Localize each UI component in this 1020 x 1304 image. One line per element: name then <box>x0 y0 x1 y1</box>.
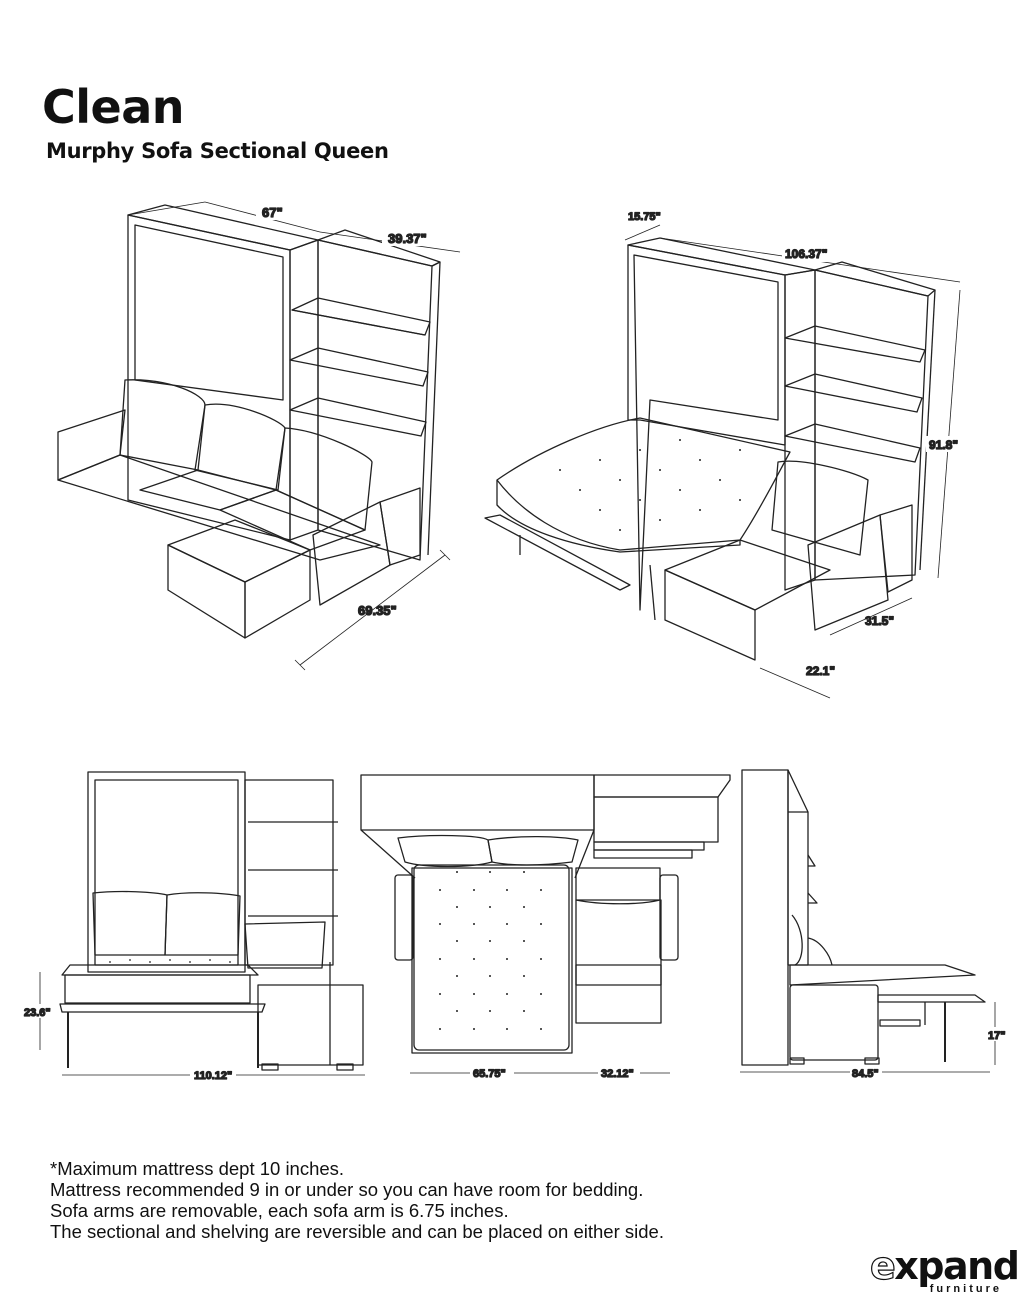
dim-open-depth: 84.5" <box>852 1068 879 1080</box>
brand-e-glyph: e <box>869 1244 896 1288</box>
product-title: Clean <box>42 80 185 134</box>
note-line: Mattress recommended 9 in or under so yo… <box>50 1179 644 1200</box>
brand-wordmark: expand <box>869 1244 1020 1288</box>
note-line: *Maximum mattress dept 10 inches. <box>50 1158 345 1179</box>
open-perspective-drawing <box>484 224 961 699</box>
dim-bed-width: 67" <box>262 205 283 220</box>
brand-tagline: furniture <box>929 1283 1002 1295</box>
product-subtitle: Murphy Sofa Sectional Queen <box>46 139 389 163</box>
dim-front-total-width: 110.12" <box>194 1070 232 1082</box>
closed-perspective-drawing <box>57 201 461 671</box>
dim-ottoman-depth: 22.1" <box>806 664 835 678</box>
top-view-drawing <box>360 774 731 1074</box>
brand-logo: expand furniture <box>869 1245 1019 1296</box>
dim-shelf-width: 39.37" <box>388 231 427 246</box>
dim-leg-height: 17" <box>988 1030 1005 1042</box>
note-line: Sofa arms are removable, each sofa arm i… <box>50 1200 509 1221</box>
front-elevation-drawing <box>39 771 365 1076</box>
dim-bed-height: 23.6" <box>24 1007 51 1019</box>
dim-cabinet-depth: 15.75" <box>628 211 661 223</box>
notes-block: *Maximum mattress dept 10 inches. Mattre… <box>50 1158 664 1242</box>
side-elevation-drawing <box>740 769 996 1073</box>
dim-top-bed-width: 65.75" <box>473 1068 506 1080</box>
brand-name: xpand <box>894 1244 1020 1288</box>
dim-sofa-depth: 69.35" <box>358 603 397 618</box>
dim-arm-depth: 31.5" <box>865 614 894 628</box>
dim-total-width-open: 106.37" <box>785 247 827 261</box>
dim-height: 91.8" <box>929 438 958 452</box>
dim-top-shelf-width: 32.12" <box>601 1068 634 1080</box>
note-line: The sectional and shelving are reversibl… <box>50 1221 664 1242</box>
